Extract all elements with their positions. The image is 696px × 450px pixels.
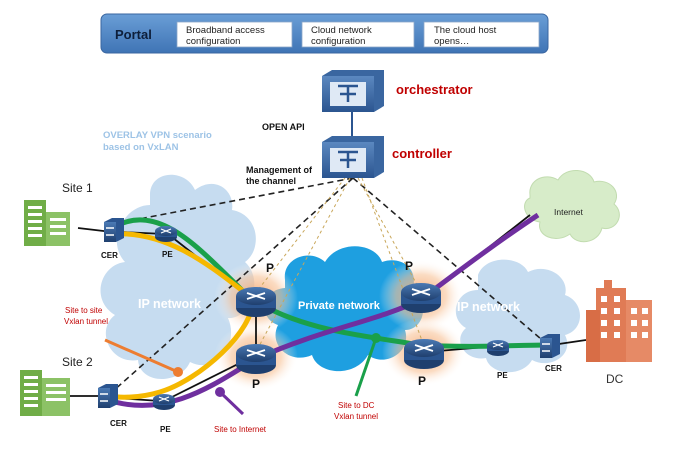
ip-network-right-label: IP network bbox=[457, 300, 520, 314]
cer-switch-icon bbox=[540, 334, 560, 358]
p-label: P bbox=[405, 259, 413, 273]
site2-label: Site 2 bbox=[62, 355, 93, 369]
ip-network-cloud-right bbox=[455, 259, 580, 373]
portal-item-cloud-network[interactable]: Cloud network configuration bbox=[301, 21, 415, 48]
open-api-label: OPEN API bbox=[262, 122, 305, 132]
p-router-icon bbox=[401, 283, 441, 313]
site-to-internet-tunnel bbox=[107, 212, 540, 408]
portal-title: Portal bbox=[115, 27, 152, 42]
site-to-site-label-line2: Vxlan tunnel bbox=[64, 317, 108, 326]
svg-text:Cloud network: Cloud network bbox=[311, 25, 372, 36]
svg-text:opens…: opens… bbox=[434, 36, 469, 47]
site-to-dc-pointer bbox=[354, 337, 378, 397]
site-to-site-pointer-dot bbox=[173, 367, 183, 377]
pe-router-icon bbox=[487, 340, 509, 356]
svg-text:The cloud host: The cloud host bbox=[434, 25, 497, 36]
controller-label: controller bbox=[392, 146, 452, 161]
management-label-line1: Management of bbox=[246, 165, 313, 175]
ip-network-cloud-left bbox=[100, 174, 256, 380]
cer-label: CER bbox=[110, 419, 127, 428]
pe-label: PE bbox=[497, 371, 508, 380]
site-to-site-tunnel-bottom bbox=[109, 299, 255, 400]
scenario-label-line1: OVERLAY VPN scenario bbox=[103, 130, 212, 141]
portal-item-broadband[interactable]: Broadband access configuration bbox=[176, 21, 293, 48]
portal-item-cloud-host[interactable]: The cloud host opens… bbox=[423, 21, 540, 48]
cer-label: CER bbox=[545, 364, 562, 373]
pe-router-icon bbox=[153, 394, 175, 410]
p-label: P bbox=[266, 261, 274, 275]
dc-label: DC bbox=[606, 372, 624, 386]
ip-network-left-label: IP network bbox=[138, 297, 201, 311]
site-to-site-tunnel-top bbox=[111, 231, 254, 300]
svg-text:Broadband access: Broadband access bbox=[186, 25, 265, 36]
site-to-dc-label-line2: Vxlan tunnel bbox=[334, 412, 378, 421]
svg-text:configuration: configuration bbox=[311, 36, 365, 47]
orchestrator-icon bbox=[322, 70, 384, 112]
site-to-internet-label: Site to Internet bbox=[214, 425, 267, 434]
cer-label: CER bbox=[101, 251, 118, 260]
orchestrator-label: orchestrator bbox=[396, 82, 473, 97]
controller-to-p-lines bbox=[257, 177, 425, 349]
p-router-icon bbox=[236, 344, 276, 374]
p-router-icon bbox=[404, 339, 444, 369]
cer-switch-icon bbox=[104, 218, 124, 242]
internet-label: Internet bbox=[554, 207, 583, 217]
private-network-label: Private network bbox=[298, 300, 381, 312]
pe-router-icon bbox=[155, 226, 177, 242]
site-to-site-label-line1: Site to site bbox=[65, 306, 103, 315]
site-to-dc-tunnel bbox=[110, 217, 549, 349]
site-to-dc-pointer-dot bbox=[371, 333, 381, 343]
site2-building-icon bbox=[20, 370, 70, 416]
p-router-icon bbox=[236, 287, 276, 317]
svg-text:configuration: configuration bbox=[186, 36, 240, 47]
p-label: P bbox=[418, 374, 426, 388]
site-to-internet-pointer bbox=[218, 390, 245, 416]
management-label-line2: the channel bbox=[246, 176, 296, 186]
site1-building-icon bbox=[24, 200, 70, 246]
pe-label: PE bbox=[160, 425, 171, 434]
scenario-label-line2: based on VxLAN bbox=[103, 142, 179, 153]
dc-building-icon bbox=[586, 280, 652, 362]
controller-icon bbox=[322, 136, 384, 178]
internet-cloud bbox=[524, 170, 620, 243]
site1-label: Site 1 bbox=[62, 181, 93, 195]
site-to-internet-pointer-dot bbox=[215, 387, 225, 397]
pe-label: PE bbox=[162, 250, 173, 259]
site-to-dc-label-line1: Site to DC bbox=[338, 401, 375, 410]
cer-switch-icon bbox=[98, 384, 118, 408]
site-to-site-pointer bbox=[104, 338, 179, 374]
p-label: P bbox=[252, 377, 260, 391]
